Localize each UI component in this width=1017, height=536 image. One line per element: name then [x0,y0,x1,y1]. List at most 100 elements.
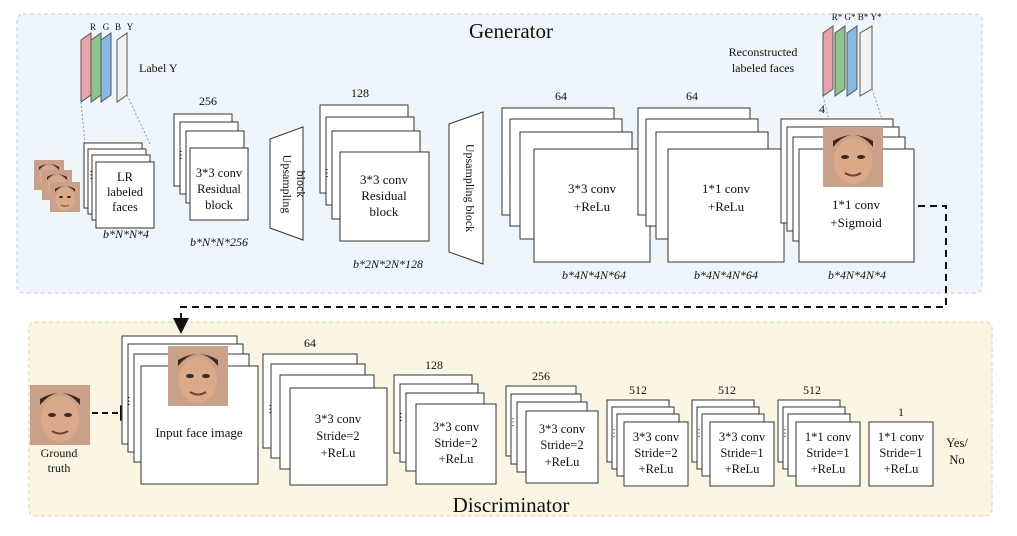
disc-block-count: 256 [532,369,550,383]
label-projection-line [126,94,151,145]
channel-r [80,32,92,103]
gen-block-label: +Sigmoid [830,215,882,230]
output-channel-stack: Reconstructed labeled faces R* G* B* Y* [729,12,882,97]
gen-block-label: block [205,198,234,212]
disc-block-64: 64 3*3 conv Stride=2 +ReLu ⋮ [262,336,388,486]
disc-block-label: Stride=2 [540,438,583,452]
disc-block-label: Stride=1 [806,446,849,460]
disc-block-label: 3*3 conv [633,430,680,444]
gen-block-count: 4 [819,102,825,116]
disc-block-label: +ReLu [811,462,847,476]
disc-block-count: 1 [898,405,904,419]
ellipsis-dots: ⋮ [694,428,704,439]
gen-block-label: Residual [197,182,241,196]
gen-block-label: faces [112,200,138,214]
output-title: Reconstructed [729,45,798,59]
disc-block-label: 3*3 conv [719,430,766,444]
output-projection-line [822,95,832,129]
upsampling-label: Upsampling [280,155,294,214]
upsampling-label: block [294,171,308,198]
ground-truth-label: truth [48,461,71,475]
channel-r-label: R [90,22,96,32]
upsampling-label: Upsampling block [463,144,477,232]
gen-block-count: 64 [555,89,567,103]
channel-b [846,25,858,97]
face-thumbnail [49,181,81,213]
gen-block-label: +ReLu [574,199,611,214]
gen-block-label: +ReLu [708,199,745,214]
disc-block-label: 1*1 conv [805,430,852,444]
disc-output-label: No [949,453,964,467]
disc-block-256: 256 3*3 conv Stride=2 +ReLu ⋮ [505,369,599,484]
ellipsis-dots: ⋮ [780,428,790,439]
channel-g-label: G* [845,12,856,22]
disc-block-label: +ReLu [439,452,475,466]
channel-r-label: R* [832,12,843,22]
disc-block-label: 1*1 conv [878,430,925,444]
channel-y-label: Y* [871,12,882,22]
gen-block-residual-128: 128 3*3 conv Residual block ⋮ [319,86,430,242]
discriminator-title: Discriminator [453,493,570,517]
gen-block-count: 128 [351,86,369,100]
gen-block-dim: b*N*N*4 [103,227,149,241]
ellipsis-dots: ⋮ [505,172,515,183]
gen-block-dim: b*N*N*256 [190,235,248,249]
label-channel-stack: R G B Y [80,22,134,103]
channel-y-label: Y [127,22,134,32]
gen-block-dim: b*4N*4N*64 [562,268,626,282]
channel-b-label: B* [858,12,869,22]
disc-block-label: +ReLu [545,455,581,469]
gen-block-label: 3*3 conv [196,166,243,180]
gen-block-count: 64 [686,89,698,103]
disc-block-label: +ReLu [725,462,761,476]
input-face [167,345,229,407]
label-y-title: Label Y [139,61,178,75]
output-title: labeled faces [732,61,795,75]
upsampling-block-2: Upsampling block [448,111,484,265]
ellipsis-dots: ⋮ [265,404,275,415]
disc-block-1: 1 1*1 conv Stride=1 +ReLu [868,405,934,487]
channel-r [822,25,834,97]
disc-block-label: Stride=1 [879,446,922,460]
disc-block-label: +ReLu [321,446,357,460]
disc-input-stack: Input face image ⋮ [121,335,259,485]
channel-b [100,32,112,103]
ground-truth-label: Ground [41,446,78,460]
disc-block-label: +ReLu [884,462,920,476]
ellipsis-dots: ⋮ [322,168,332,179]
channel-g [834,25,846,97]
ellipsis-dots: ⋮ [124,396,134,407]
ellipsis-dots: ⋮ [176,150,186,161]
gen-block-lr-labeled-faces: LR labeled faces ⋮ [83,142,155,229]
gen-block-dim: b*4N*4N*64 [694,268,758,282]
gen-block-label: block [370,204,399,219]
gen-block-label: Residual [361,188,407,203]
disc-block-512-s1: 512 3*3 conv Stride=1 +ReLu ⋮ [691,383,775,487]
disc-block-512-s2: 512 3*3 conv Stride=2 +ReLu ⋮ [606,383,689,487]
disc-block-label: Stride=2 [634,446,677,460]
gen-block-label: 1*1 conv [832,197,881,212]
gen-block-conv1-64: 64 1*1 conv +ReLu [637,89,785,263]
channel-y [116,32,128,103]
ellipsis-dots: ⋮ [508,417,518,428]
label-projection-line [80,101,86,145]
upsampling-block-1: Upsampling block [269,126,308,241]
disc-block-label: Stride=1 [720,446,763,460]
gen-block-count: 256 [199,94,217,108]
disc-output-label: Yes/ [946,436,968,450]
gen-to-disc-connector [173,205,947,334]
channel-y [859,25,873,97]
disc-block-count: 512 [718,383,736,397]
disc-block-label: +ReLu [639,462,675,476]
disc-block-label: Stride=2 [316,429,359,443]
disc-block-label: 3*3 conv [539,422,586,436]
disc-block-label: 3*3 conv [433,420,480,434]
disc-block-128: 128 3*3 conv Stride=2 +ReLu ⋮ [393,358,497,485]
gen-block-conv1-sigmoid: 4 1*1 conv +Sigmoid [780,102,915,263]
disc-block-count: 128 [425,358,443,372]
ellipsis-dots: ⋮ [396,412,406,423]
disc-input-label: Input face image [155,425,243,440]
disc-block-count: 512 [803,383,821,397]
gen-block-label: labeled [107,185,144,199]
gen-block-label: LR [117,170,134,184]
